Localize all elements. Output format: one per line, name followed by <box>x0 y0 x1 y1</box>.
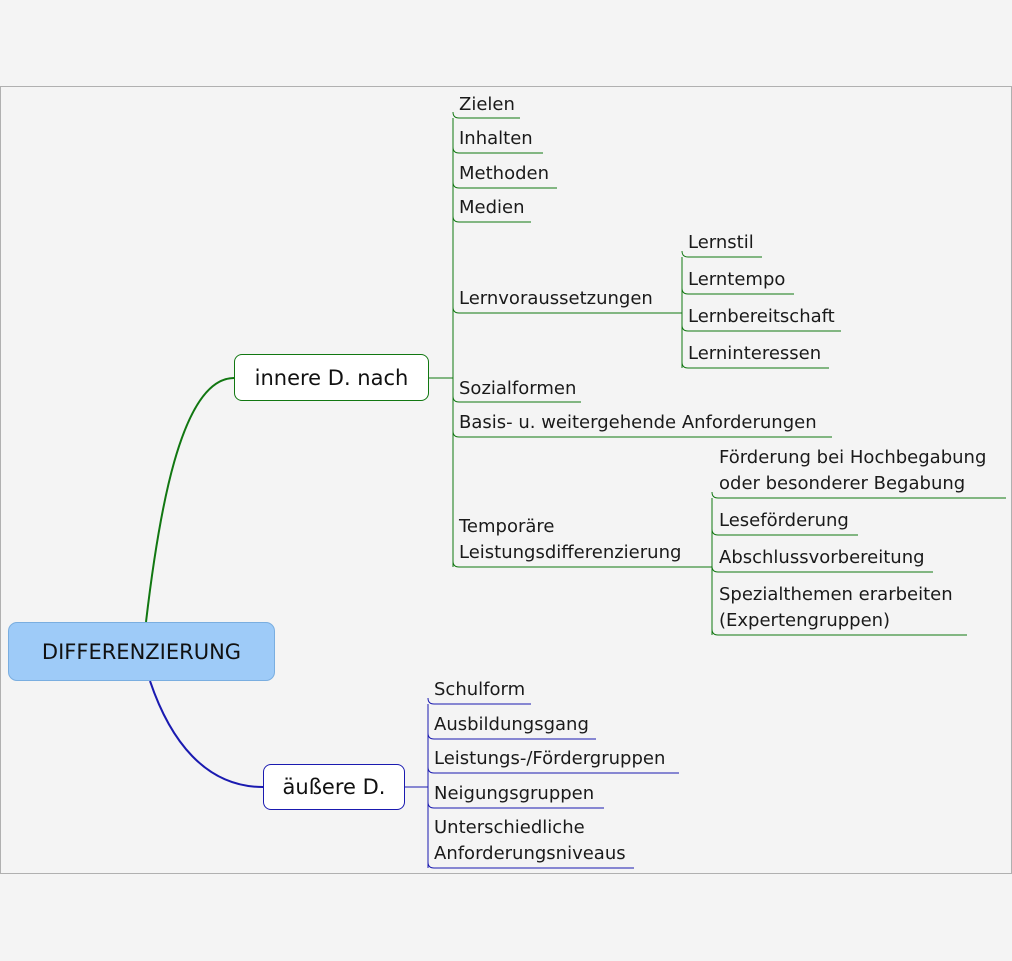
inner-underline-5 <box>452 395 581 403</box>
inner-underline-0 <box>452 111 520 119</box>
inner-topic-zielen[interactable]: Zielen <box>459 94 515 115</box>
lv-underline-3 <box>681 361 829 369</box>
outer-branch-node[interactable]: äußere D. <box>263 764 405 810</box>
temp-underline-0 <box>711 491 1006 499</box>
outer-underline-2 <box>427 766 679 774</box>
inner-topic-inhalten[interactable]: Inhalten <box>459 128 533 149</box>
outer-topic-ausbildungsgang[interactable]: Ausbildungsgang <box>434 714 589 735</box>
subtopic-lesefoerderung[interactable]: Leseförderung <box>719 510 849 531</box>
inner-branch-label: innere D. nach <box>254 365 409 390</box>
outer-underline-0 <box>427 697 531 705</box>
temp-underline-2 <box>711 565 933 573</box>
subtopic-lernbereitschaft[interactable]: Lernbereitschaft <box>688 306 835 327</box>
inner-topic-anforderungen[interactable]: Basis- u. weitergehende Anforderungen <box>459 412 817 433</box>
lv-underline-1 <box>681 287 794 295</box>
outer-topic-anforderungsniveaus[interactable]: Unterschiedliche Anforderungsniveaus <box>434 817 626 864</box>
temp-underline-3 <box>711 628 967 636</box>
outer-underline-4 <box>427 861 634 869</box>
subtopic-lernstil[interactable]: Lernstil <box>688 232 754 253</box>
outer-underline-3 <box>427 801 604 809</box>
inner-underline-3 <box>452 215 531 223</box>
lv-underline-0 <box>681 250 762 258</box>
subtopic-spezialthemen[interactable]: Spezialthemen erarbeiten (Expertengruppe… <box>719 584 953 631</box>
outer-underline-1 <box>427 732 596 740</box>
outer-branch-label: äußere D. <box>282 775 386 799</box>
inner-underline-6 <box>452 430 832 438</box>
outer-topic-schulform[interactable]: Schulform <box>434 679 526 700</box>
root-label: DIFFERENZIERUNG <box>41 639 242 664</box>
temp-underline-1 <box>711 528 858 536</box>
inner-underline-2 <box>452 181 557 189</box>
root-to-outer-curve <box>149 680 264 788</box>
inner-topic-lernvoraussetzungen[interactable]: Lernvoraussetzungen <box>459 288 653 309</box>
inner-underline-1 <box>452 146 543 154</box>
root-to-inner-curve <box>145 377 235 623</box>
inner-underline-4 <box>452 306 680 314</box>
outer-topic-neigungsgruppen[interactable]: Neigungsgruppen <box>434 783 595 804</box>
inner-underline-7 <box>452 560 684 568</box>
inner-branch-node[interactable]: innere D. nach <box>234 354 429 401</box>
outer-topic-foerdergruppen[interactable]: Leistungs-/Fördergruppen <box>434 748 666 769</box>
subtopic-lerninteressen[interactable]: Lerninteressen <box>688 343 822 364</box>
root-node[interactable]: DIFFERENZIERUNG <box>8 622 275 681</box>
inner-topic-sozialformen[interactable]: Sozialformen <box>459 378 577 399</box>
inner-topic-medien[interactable]: Medien <box>459 197 525 218</box>
inner-topic-temporaere-leistungsdifferenzierung[interactable]: Temporäre Leistungsdifferenzierung <box>459 516 682 563</box>
subtopic-hochbegabung[interactable]: Förderung bei Hochbegabung oder besonder… <box>719 447 987 494</box>
inner-topic-methoden[interactable]: Methoden <box>459 163 549 184</box>
subtopic-abschlussvorbereitung[interactable]: Abschlussvorbereitung <box>719 547 925 568</box>
lv-underline-2 <box>681 324 841 332</box>
subtopic-lerntempo[interactable]: Lerntempo <box>688 269 786 290</box>
